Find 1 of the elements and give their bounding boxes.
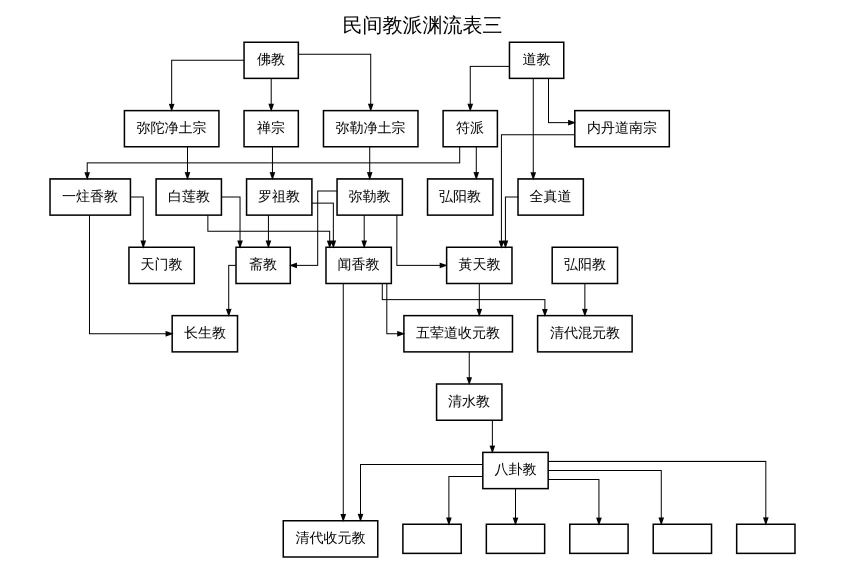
diagram-title: 民间教派渊流表三: [342, 13, 502, 38]
